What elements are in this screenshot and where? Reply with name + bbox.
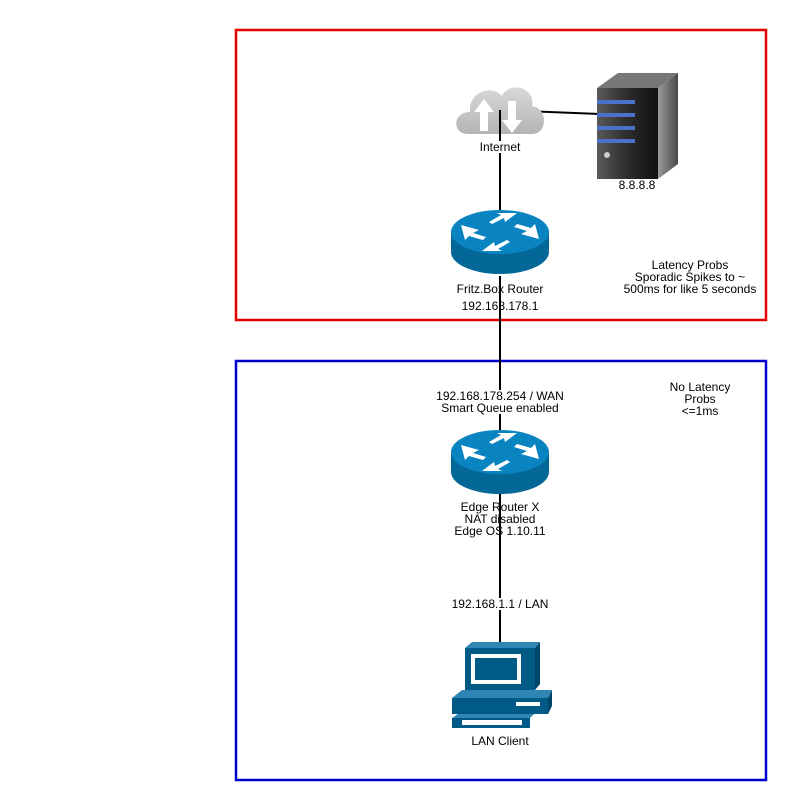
lower-zone-note: No Latency Probs <=1ms (669, 380, 731, 418)
lan-client-label: LAN Client (471, 734, 529, 748)
fritzbox-label: Fritz.Box Router 192.168.178.1 (456, 282, 544, 313)
internet-label: Internet (470, 141, 530, 153)
edge-router-icon (451, 430, 549, 494)
edge-router-label: Edge Router X NAT disabled Edge OS 1.10.… (454, 500, 546, 538)
lan-link-label: 192.168.1.1 / LAN (445, 598, 555, 610)
computer-icon (452, 642, 552, 728)
server-ip-label: 8.8.8.8 (618, 178, 656, 192)
wan-link-label: 192.168.178.254 / WAN Smart Queue enable… (420, 390, 580, 414)
upper-zone-note: Latency Probs Sporadic Spikes to ~ 500ms… (623, 258, 757, 296)
cloud-icon (456, 87, 544, 136)
fritzbox-router-icon (451, 210, 549, 274)
server-icon (597, 73, 678, 179)
